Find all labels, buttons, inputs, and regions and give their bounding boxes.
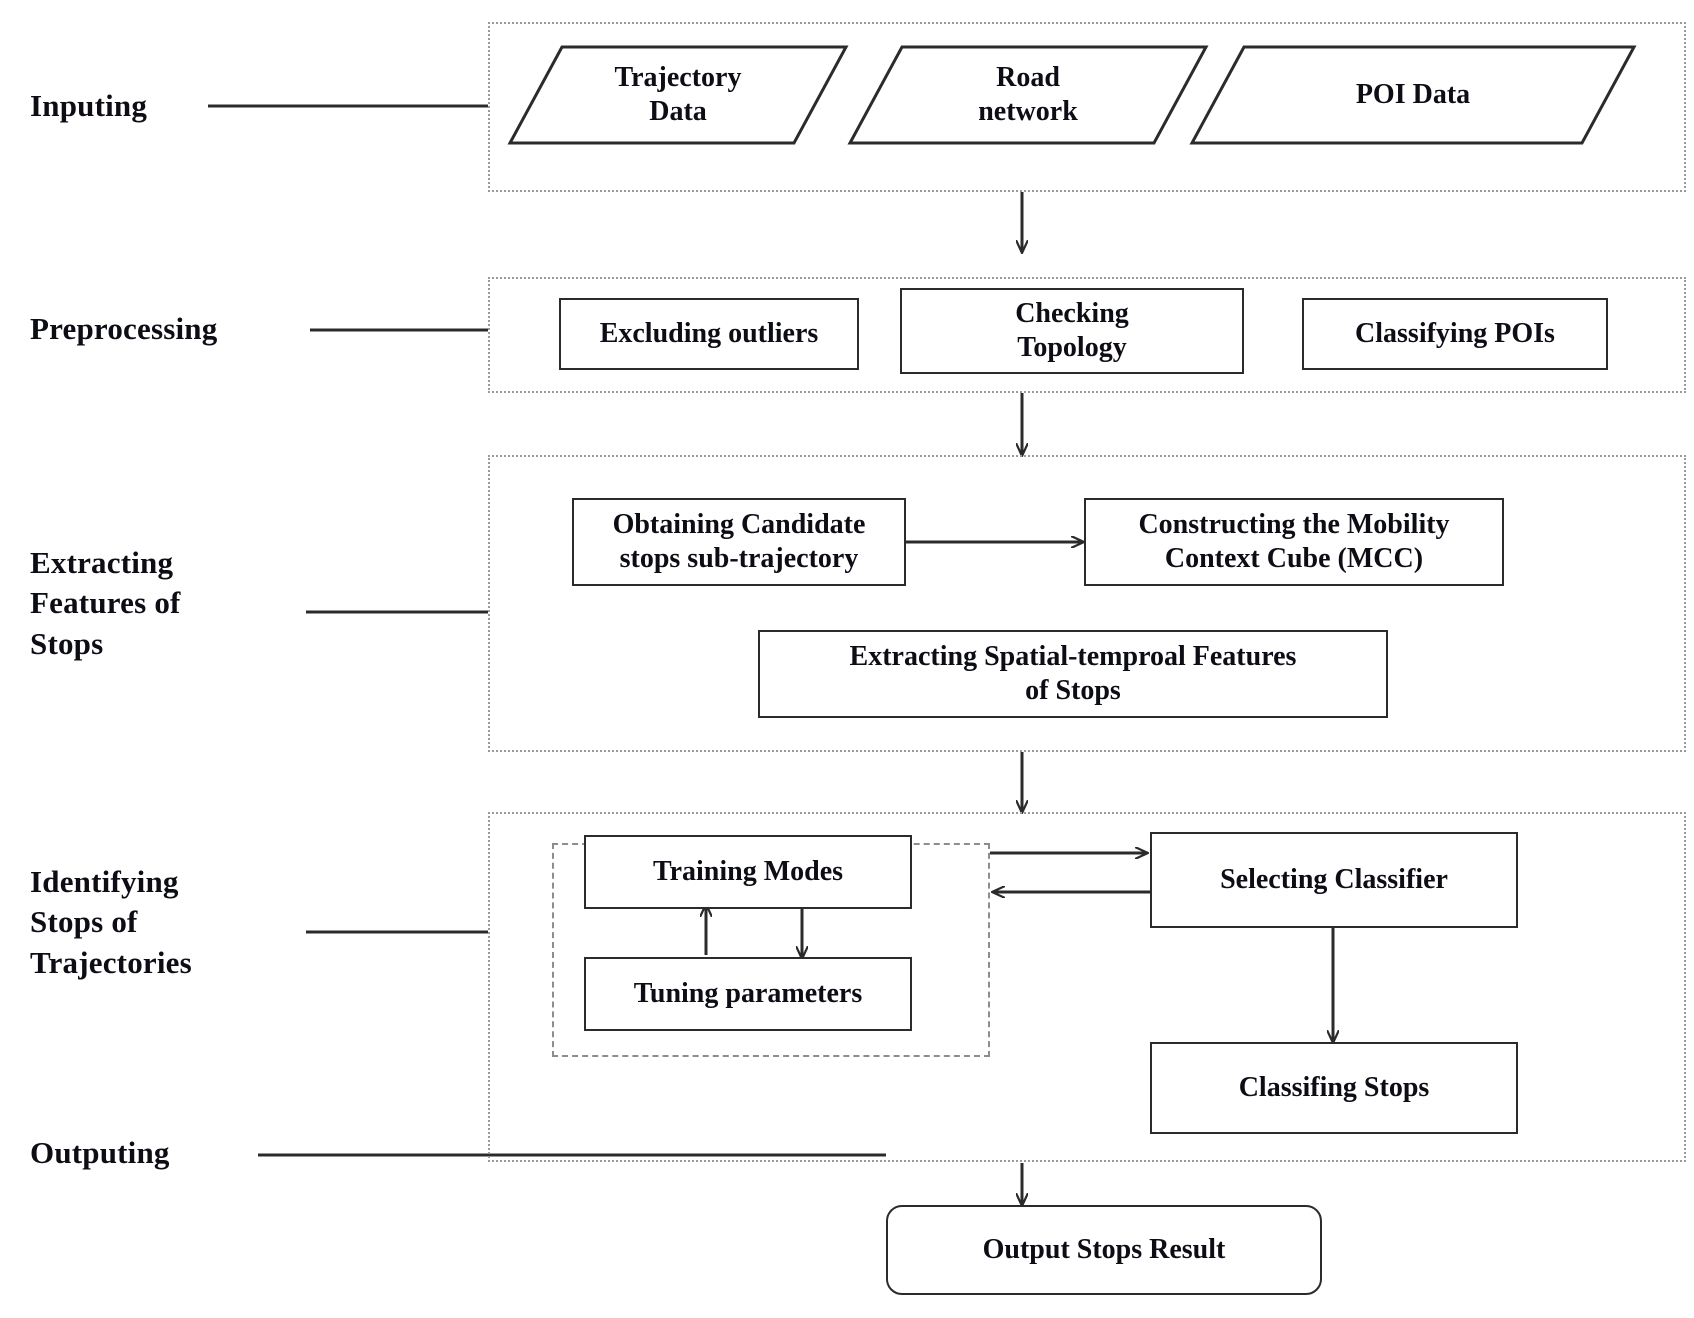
stage-label-inputing: Inputing <box>30 88 148 123</box>
group-identifying-stops-of-trajectories <box>488 812 1686 1162</box>
group-preprocessing <box>488 277 1686 393</box>
parallelogram-shape <box>1189 45 1637 145</box>
input-trajectory-data[interactable]: Trajectory Data <box>507 45 849 145</box>
input-poi-data[interactable]: POI Data <box>1189 45 1637 145</box>
stage-label-identifying-stops-of-trajectories: Identifying Stops of Trajectories <box>30 864 192 980</box>
node-obtaining-candidate-stops[interactable]: Obtaining Candidate stops sub-trajectory <box>572 498 906 586</box>
parallelogram-shape <box>847 45 1209 145</box>
group-inputing <box>488 22 1686 192</box>
stage-label-extracting-features-of-stops: Extracting Features of Stops <box>30 545 181 661</box>
node-classifing-stops[interactable]: Classifing Stops <box>1150 1042 1518 1134</box>
stage-label-preprocessing: Preprocessing <box>30 311 218 346</box>
node-checking-topology[interactable]: Checking Topology <box>900 288 1244 374</box>
node-output-stops-result[interactable]: Output Stops Result <box>886 1205 1322 1295</box>
group-extracting-features-of-stops <box>488 455 1686 752</box>
input-road-network[interactable]: Road network <box>847 45 1209 145</box>
node-tuning-parameters[interactable]: Tuning parameters <box>584 957 912 1031</box>
node-selecting-classifier[interactable]: Selecting Classifier <box>1150 832 1518 928</box>
node-training-modes[interactable]: Training Modes <box>584 835 912 909</box>
node-extracting-spatial-temporal-features[interactable]: Extracting Spatial-temproal Features of … <box>758 630 1388 718</box>
parallelogram-shape <box>507 45 849 145</box>
node-classifying-pois[interactable]: Classifying POIs <box>1302 298 1608 370</box>
stage-label-outputing: Outputing <box>30 1135 170 1170</box>
node-excluding-outliers[interactable]: Excluding outliers <box>559 298 859 370</box>
node-constructing-mcc[interactable]: Constructing the Mobility Context Cube (… <box>1084 498 1504 586</box>
